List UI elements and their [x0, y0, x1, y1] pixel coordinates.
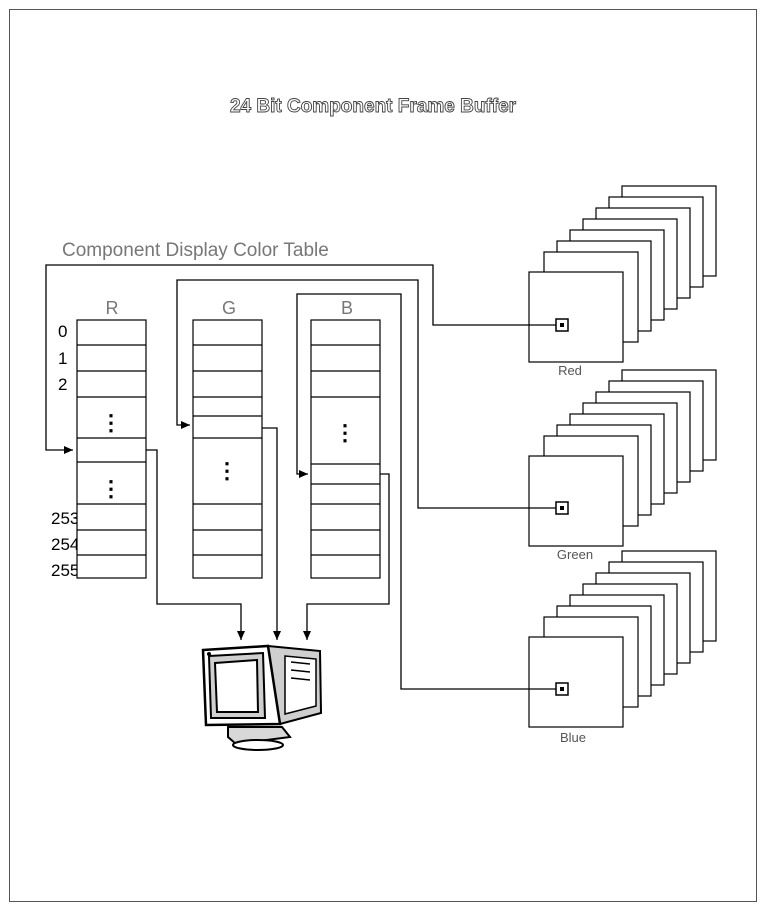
plane-stack-red: Red	[528, 185, 717, 378]
plane-label-red: Red	[558, 363, 582, 378]
connector-red-to-r-table	[45, 264, 556, 454]
index-label-253: 253	[51, 509, 79, 528]
color-table-r: ⋮ ⋮	[76, 319, 147, 579]
color-table-g: ⋮	[192, 319, 263, 579]
connector-b-to-monitor	[303, 473, 390, 640]
plane-label-green: Green	[557, 547, 593, 562]
ellipsis-b: ⋮	[334, 420, 356, 445]
connector-blue-to-b-table	[296, 293, 556, 690]
index-label-254: 254	[51, 535, 79, 554]
connector-r-to-monitor	[146, 449, 245, 640]
table-r-outline	[76, 319, 147, 579]
index-label-2: 2	[58, 375, 67, 394]
connector-green-to-g-table	[176, 279, 556, 509]
plane-blue-front	[528, 636, 624, 728]
ellipsis-r-1: ⋮	[100, 410, 122, 435]
column-header-r: R	[106, 298, 119, 318]
page-border	[9, 9, 757, 902]
plane-green-front	[528, 455, 624, 547]
color-table-caption: Component Display Color Table	[62, 240, 329, 261]
ellipsis-r-2: ⋮	[100, 476, 122, 501]
index-label-1: 1	[58, 349, 67, 368]
color-table-b: ⋮	[310, 319, 381, 579]
index-label-0: 0	[58, 322, 67, 341]
plane-stack-green: Green	[528, 369, 717, 562]
table-b-outline	[310, 319, 381, 579]
ellipsis-g: ⋮	[216, 458, 238, 483]
column-header-g: G	[222, 298, 236, 318]
crt-monitor-icon	[201, 644, 323, 751]
index-label-255: 255	[51, 561, 79, 580]
connector-g-to-monitor	[262, 427, 281, 640]
diagram-title: 24 Bit Component Frame Buffer	[230, 96, 517, 117]
column-header-b: B	[341, 298, 353, 318]
plane-red-front	[528, 271, 624, 363]
table-g-outline	[192, 319, 263, 579]
plane-stack-blue: Blue	[528, 550, 717, 745]
index-labels: 0 1 2 253 254 255	[51, 322, 79, 580]
plane-label-blue: Blue	[560, 730, 586, 745]
